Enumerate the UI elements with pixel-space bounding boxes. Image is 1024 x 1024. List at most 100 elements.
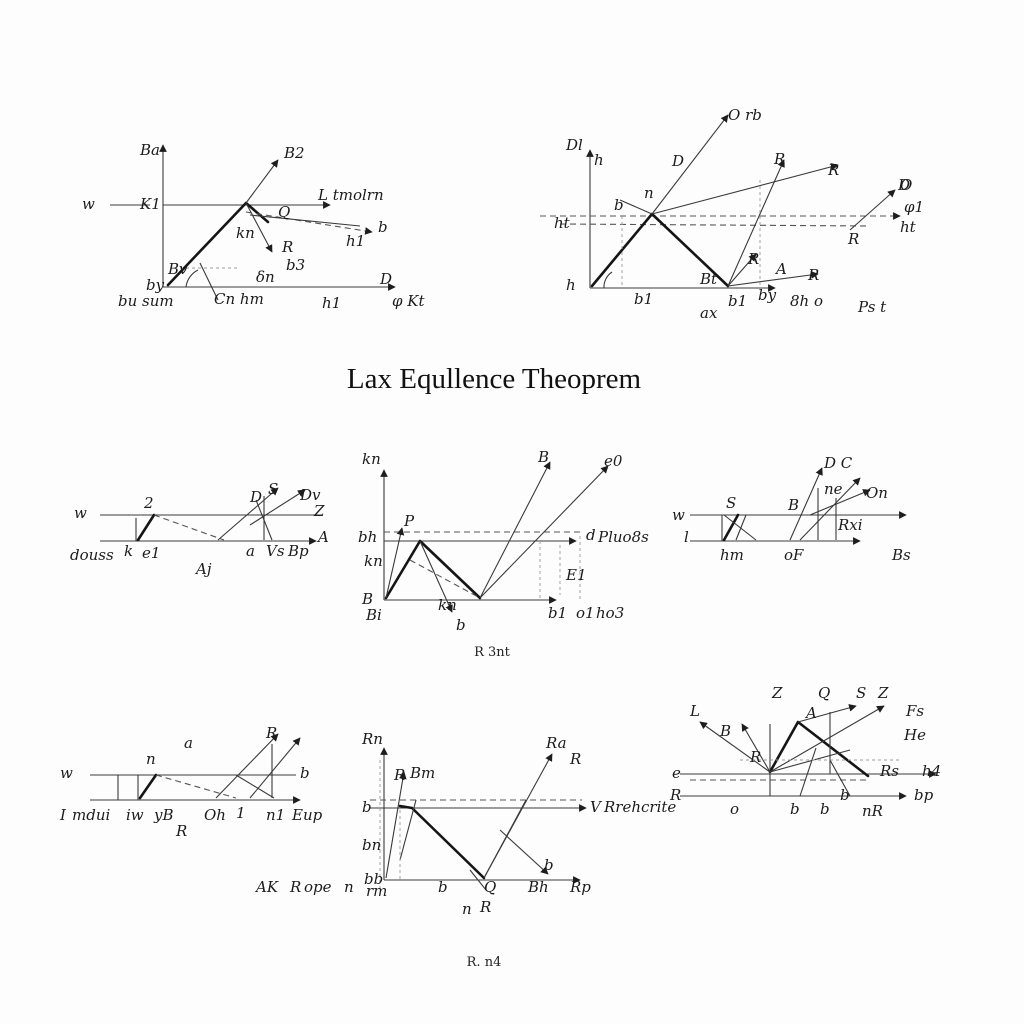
diagram-mid-right: w D C S B On ne Rxi l hm oF Bs: [672, 454, 911, 564]
label: Rxi: [837, 516, 863, 534]
label: R: [773, 150, 785, 168]
figure-caption-bottom: R. n4: [467, 955, 502, 970]
label: o1: [576, 604, 595, 622]
label: iw: [126, 806, 144, 824]
label: Bt: [699, 270, 718, 288]
label: e1: [142, 544, 160, 562]
label: δn: [256, 268, 275, 286]
label: n: [146, 750, 156, 768]
label: a: [184, 734, 193, 752]
diagram-bottom-right: Z Q S Z A L R e R Rs o b b b nR He Fs h4…: [669, 684, 941, 820]
label: kn: [438, 596, 457, 614]
label: Bp: [287, 542, 309, 560]
label: Vs: [266, 542, 285, 560]
label: bp: [914, 786, 934, 804]
label: R: [265, 724, 277, 742]
label: P: [403, 512, 415, 530]
figure-caption-middle: R 3nt: [474, 645, 511, 660]
label: D: [249, 488, 262, 506]
label: b: [378, 218, 388, 236]
label: Eup: [291, 806, 323, 824]
label: O rb: [728, 106, 762, 124]
label: Rs: [879, 762, 899, 780]
label: hm: [720, 546, 744, 564]
label: φ Kt: [392, 292, 425, 310]
label: R: [749, 748, 761, 766]
label: D: [671, 152, 684, 170]
label: He: [903, 726, 926, 744]
label: Bs: [891, 546, 911, 564]
label: 8h o: [790, 292, 823, 310]
diagram-bottom-left: w n a R b I mdui iw yB Oh 1 n1 Eup R: [59, 724, 323, 840]
label: D C: [823, 454, 853, 472]
label: ht: [900, 218, 917, 236]
label: Dv: [299, 486, 321, 504]
label: Z: [877, 684, 889, 702]
label: Fs: [905, 702, 924, 720]
label: h4: [922, 762, 941, 780]
label: b1: [634, 290, 653, 308]
label: ope: [304, 878, 332, 896]
label: On: [866, 484, 888, 502]
label: Z: [771, 684, 783, 702]
label: A: [804, 704, 817, 722]
label: L: [689, 702, 700, 720]
label: rm: [366, 882, 387, 900]
label: n: [644, 184, 654, 202]
label: b1: [728, 292, 747, 310]
label: kn: [362, 450, 381, 468]
label: Aj: [194, 560, 212, 578]
label: kn: [364, 552, 383, 570]
label: A: [774, 260, 787, 278]
label: mdui: [72, 806, 110, 824]
label: b: [362, 798, 372, 816]
label: B: [787, 496, 799, 514]
label: D: [897, 176, 910, 194]
label: B: [537, 448, 549, 466]
label: kn: [236, 224, 255, 242]
label: Bi: [365, 606, 382, 624]
label: yB: [153, 806, 174, 824]
label: n: [344, 878, 354, 896]
label: e0: [604, 452, 623, 470]
label: ax: [700, 304, 718, 322]
label: b: [438, 878, 448, 896]
label: bh: [358, 528, 377, 546]
page-title: Lax Equllence Theoprem: [347, 363, 642, 395]
label: Oh: [204, 806, 226, 824]
label: b: [614, 196, 624, 214]
label: R: [479, 898, 491, 916]
label: AK: [254, 878, 279, 896]
label: bb: [364, 870, 383, 888]
label: R: [281, 238, 293, 256]
label: Q: [278, 203, 290, 221]
label: w: [82, 195, 95, 213]
label: a: [246, 542, 255, 560]
label: Bm: [409, 764, 435, 782]
label: I: [59, 806, 67, 824]
label: h: [566, 276, 576, 294]
label: B: [719, 722, 731, 740]
label: k: [124, 542, 133, 560]
label: douss: [70, 546, 114, 564]
label: b: [456, 616, 466, 634]
label: R: [847, 230, 859, 248]
label: ne: [824, 480, 843, 498]
label: oF: [784, 546, 804, 564]
label: w: [60, 764, 73, 782]
diagram-mid-center: kn B e0 bh P d Pluo8s kn B Bi b kn b1 o1…: [358, 448, 649, 634]
label: Rrehcrite: [603, 798, 676, 816]
label: R: [807, 266, 819, 284]
label: Bv: [167, 260, 188, 278]
label: nR: [862, 802, 883, 820]
label: b3: [286, 256, 305, 274]
diagram-mid-left: w 2 S Dv D Z A douss k e1 Aj a Vs Bp: [70, 480, 329, 578]
label: Z: [313, 502, 325, 520]
label: S: [268, 480, 278, 498]
label: b: [820, 800, 830, 818]
label: O: [900, 176, 912, 194]
label: ho3: [596, 604, 624, 622]
label: R: [747, 250, 759, 268]
label: b: [790, 800, 800, 818]
